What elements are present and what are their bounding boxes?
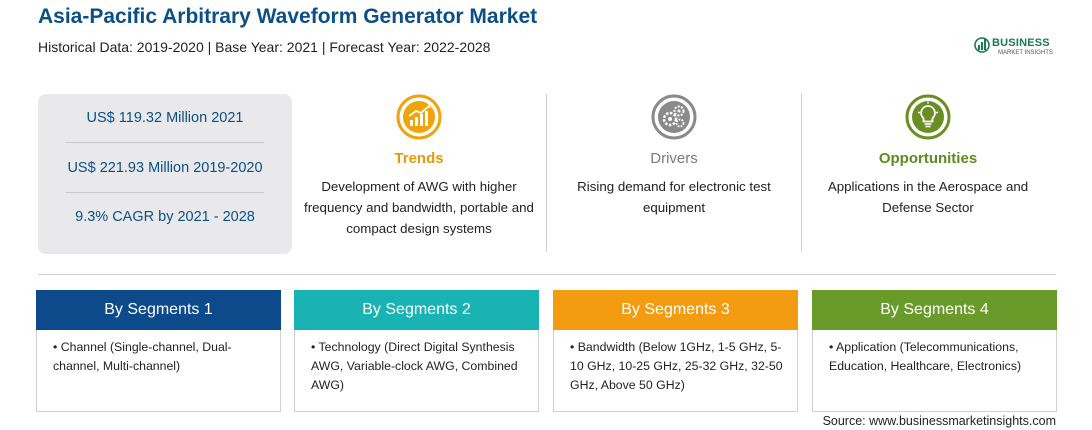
section-divider xyxy=(38,274,1056,275)
trends-text: Development of AWG with higher frequency… xyxy=(304,179,534,236)
segment-1-title: By Segments 1 xyxy=(36,290,281,330)
gears-icon xyxy=(651,94,697,140)
stat-market-size-historical: US$ 221.93 Million 2019-2020 xyxy=(67,160,263,176)
segment-1-text: Channel (Single-channel, Dual-channel, M… xyxy=(53,340,232,373)
segment-3-body: • Bandwidth (Below 1GHz, 1-5 GHz, 5-10 G… xyxy=(570,340,783,392)
page-subtitle: Historical Data: 2019-2020 | Base Year: … xyxy=(38,39,491,55)
stat-cagr: 9.3% CAGR by 2021 - 2028 xyxy=(75,209,255,225)
segment-3-title: By Segments 3 xyxy=(553,290,798,330)
segment-3-text: Bandwidth (Below 1GHz, 1-5 GHz, 5-10 GHz… xyxy=(570,340,783,392)
growth-chart-icon xyxy=(396,94,442,140)
stat-divider xyxy=(66,142,264,143)
column-divider xyxy=(801,94,802,252)
logo-tagline: MARKET INSIGHTS xyxy=(998,50,1053,56)
globe-logo-icon xyxy=(974,37,990,53)
segment-2-text: Technology (Direct Digital Synthesis AWG… xyxy=(311,340,518,392)
column-divider xyxy=(546,94,547,252)
segment-4-title: By Segments 4 xyxy=(812,290,1057,330)
segment-card-1: By Segments 1 • Channel (Single-channel,… xyxy=(36,290,281,412)
stat-divider xyxy=(66,192,264,193)
segment-card-3: By Segments 3 • Bandwidth (Below 1GHz, 1… xyxy=(553,290,798,412)
segment-2-title: By Segments 2 xyxy=(294,290,539,330)
segment-card-2: By Segments 2 • Technology (Direct Digit… xyxy=(294,290,539,412)
opportunities-title: Opportunities xyxy=(878,150,978,167)
opportunities-text: Applications in the Aerospace and Defens… xyxy=(827,179,1029,215)
drivers-title: Drivers xyxy=(650,150,698,167)
lightbulb-icon xyxy=(905,94,951,140)
trends-title: Trends xyxy=(394,150,444,167)
segment-2-body: • Technology (Direct Digital Synthesis A… xyxy=(311,340,518,392)
page-title: Asia-Pacific Arbitrary Waveform Generato… xyxy=(38,5,538,28)
segment-card-4: By Segments 4 • Application (Telecommuni… xyxy=(812,290,1057,412)
segment-4-text: Application (Telecommunications, Educati… xyxy=(829,340,1022,373)
drivers-text: Rising demand for electronic test equipm… xyxy=(577,179,771,215)
source-citation: Source: www.businessmarketinsights.com xyxy=(822,414,1056,428)
market-stats-panel: US$ 119.32 Million 2021 US$ 221.93 Milli… xyxy=(38,94,292,254)
business-market-insights-logo: BUSINESS MARKET INSIGHTS xyxy=(974,32,1064,62)
segment-4-body: • Application (Telecommunications, Educa… xyxy=(829,340,1022,373)
stat-market-size-2021: US$ 119.32 Million 2021 xyxy=(86,110,244,126)
segment-1-body: • Channel (Single-channel, Dual-channel,… xyxy=(53,340,232,373)
logo-wordmark: BUSINESS xyxy=(992,37,1050,49)
